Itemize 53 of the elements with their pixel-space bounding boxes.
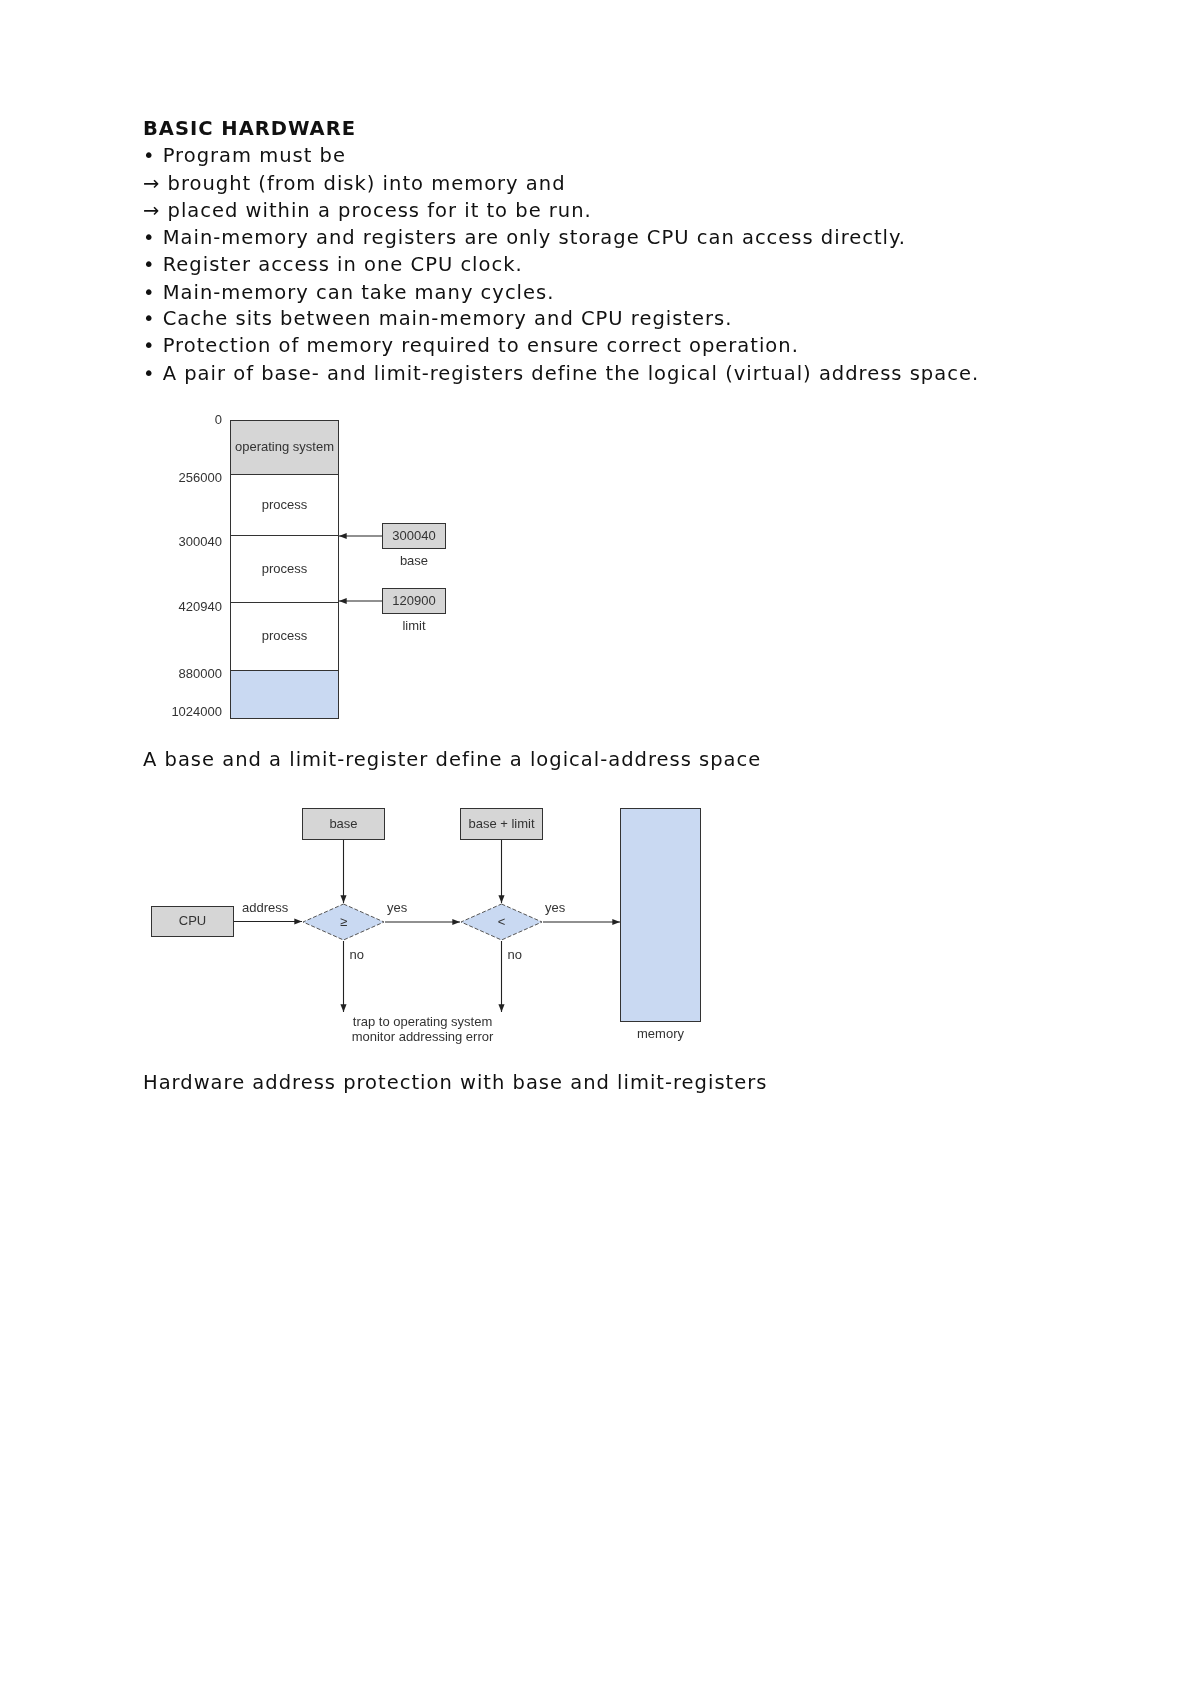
heading: BASIC HARDWARE (143, 117, 357, 141)
bullet-text: → brought (from disk) into memory and (143, 172, 566, 196)
register-caption: limit (401, 618, 427, 633)
bullet-text: • Cache sits between main-memory and CPU registers. (143, 307, 733, 331)
register-caption: memory (636, 1026, 685, 1041)
comparison-symbol: < (497, 914, 506, 930)
register-caption: base (398, 553, 430, 568)
bullet-text: • Main-memory and registers are only storage CPU can access directly. (143, 226, 906, 250)
node-label: base (329, 816, 358, 832)
axis-label: 420940 (178, 599, 222, 614)
trap-text: trap to operating system monitor addressing error (350, 1015, 495, 1045)
arrow (498, 940, 505, 1013)
bullet-text: • Main-memory can take many cycles. (143, 281, 555, 305)
bullet-text: • Protection of memory required to ensure correct operation. (143, 334, 799, 358)
node-label: CPU (178, 914, 207, 929)
memory-segment (230, 602, 339, 671)
free-memory-block (230, 670, 339, 719)
node-label: 300040 (392, 528, 436, 544)
memory-segment (230, 474, 339, 536)
arrow (498, 839, 505, 904)
arrow (384, 918, 461, 926)
register-box (460, 808, 543, 840)
register-box (382, 523, 446, 549)
axis-label: 880000 (178, 666, 222, 681)
axis-label: 1024000 (171, 704, 222, 719)
cpu-box (151, 906, 234, 937)
node-label: base + limit (468, 816, 535, 832)
node-label: process (261, 561, 308, 577)
bullet-text: • Register access in one CPU clock. (143, 253, 523, 277)
arrow (542, 918, 621, 926)
node-label: process (261, 497, 308, 513)
node-label: 120900 (392, 593, 436, 609)
figure-caption: A base and a limit-register define a logical-address space (143, 748, 762, 772)
axis-label: 300040 (178, 534, 222, 549)
register-box (302, 808, 385, 840)
arrow (338, 532, 383, 540)
arrow (340, 839, 347, 904)
node-label: process (261, 629, 308, 644)
comparison-symbol: ≥ (339, 914, 348, 930)
register-box (382, 588, 446, 614)
figure-caption: Hardware address protection with base and limit-registers (143, 1071, 768, 1095)
arrow (340, 940, 347, 1013)
bullet-text: • Program must be (143, 144, 346, 168)
memory-box (620, 808, 701, 1022)
node-label: operating system (235, 440, 334, 455)
axis-label: 0 (214, 412, 222, 427)
memory-segment (230, 420, 339, 475)
arrow (233, 918, 303, 925)
bullet-text: → placed within a process for it to be run. (143, 199, 592, 223)
bullet-text: • A pair of base- and limit-registers define the logical (virtual) address space. (143, 362, 980, 386)
memory-segment (230, 535, 339, 603)
axis-label: 256000 (178, 470, 222, 485)
arrow (338, 597, 383, 605)
